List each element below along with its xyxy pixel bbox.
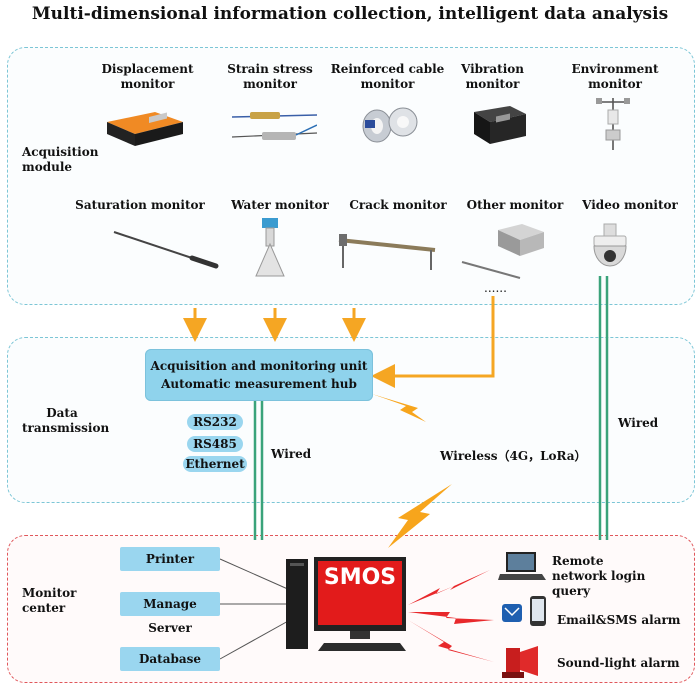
lightning-to-smos	[388, 484, 452, 548]
video-monitor-label: Video monitor	[582, 198, 678, 212]
line-printer	[219, 558, 291, 591]
rs485-pill: RS485	[187, 436, 243, 452]
sound-light-alarm-icon	[502, 646, 538, 678]
other-monitor-label: Other monitor	[466, 198, 564, 212]
hub-line-2: Automatic measurement hub	[161, 377, 357, 391]
data-transmission-label: Data transmission	[22, 406, 110, 435]
vibration-monitor-label: Vibration monitor	[461, 62, 524, 91]
strain-stress-monitor-label: Strain stress monitor	[227, 62, 313, 91]
other-monitor-ellipsis: ......	[484, 281, 507, 295]
email-sms-icon	[502, 596, 546, 626]
water-monitor-device	[255, 218, 285, 277]
acquisition-panel	[7, 47, 695, 305]
arrow-other-to-hub	[371, 296, 495, 388]
displacement-monitor-label: Displacement monitor	[101, 62, 194, 91]
lightning-alarm-email	[408, 612, 494, 624]
database-box: Database	[120, 647, 220, 671]
printer-box: Printer	[120, 547, 220, 571]
strain-stress-monitor-device	[232, 112, 317, 140]
reinforced-cable-monitor-device	[362, 107, 418, 143]
sound-light-alarm-label: Sound-light alarm	[557, 656, 680, 670]
wireless-label: Wireless（4G，LoRa）	[440, 449, 587, 463]
page-title: Multi-dimensional information collection…	[31, 4, 669, 24]
reinforced-cable-monitor-label: Reinforced cable monitor	[330, 62, 445, 91]
laptop-icon	[498, 552, 546, 580]
hub-line-1: Acquisition and monitoring unit	[150, 359, 368, 373]
saturation-monitor-label: Saturation monitor	[75, 198, 205, 212]
saturation-monitor-device	[113, 231, 219, 269]
monitor-center-label: Monitor center	[22, 586, 77, 615]
video-monitor-device	[593, 223, 627, 267]
ethernet-pill: Ethernet	[183, 456, 247, 472]
crack-monitor-label: Crack monitor	[349, 198, 447, 212]
acquisition-hub: Acquisition and monitoring unit Automati…	[145, 349, 373, 401]
environment-monitor-device	[596, 98, 630, 150]
water-monitor-label: Water monitor	[231, 198, 329, 212]
remote-login-label: Remote network login query	[552, 554, 646, 598]
manage-server-box: Manage Server	[120, 592, 220, 635]
lightning-alarm-sound	[408, 620, 494, 662]
lightning-alarm-remote	[408, 570, 490, 605]
acquisition-module-label: Acquisition module	[22, 145, 99, 174]
vibration-monitor-device	[474, 106, 526, 144]
displacement-monitor-device	[107, 112, 183, 146]
email-sms-alarm-label: Email&SMS alarm	[557, 613, 681, 627]
wired-left-label: Wired	[271, 447, 312, 461]
wired-right-label: Wired	[618, 416, 659, 430]
lightning-hub	[372, 394, 426, 422]
smos-screen-label: SMOS	[323, 565, 397, 590]
rs232-pill: RS232	[187, 414, 243, 430]
environment-monitor-label: Environment monitor	[571, 62, 659, 91]
smos-computer	[286, 557, 406, 651]
line-database	[219, 619, 291, 660]
crack-monitor-device	[338, 234, 436, 270]
other-monitor-device	[461, 224, 544, 279]
